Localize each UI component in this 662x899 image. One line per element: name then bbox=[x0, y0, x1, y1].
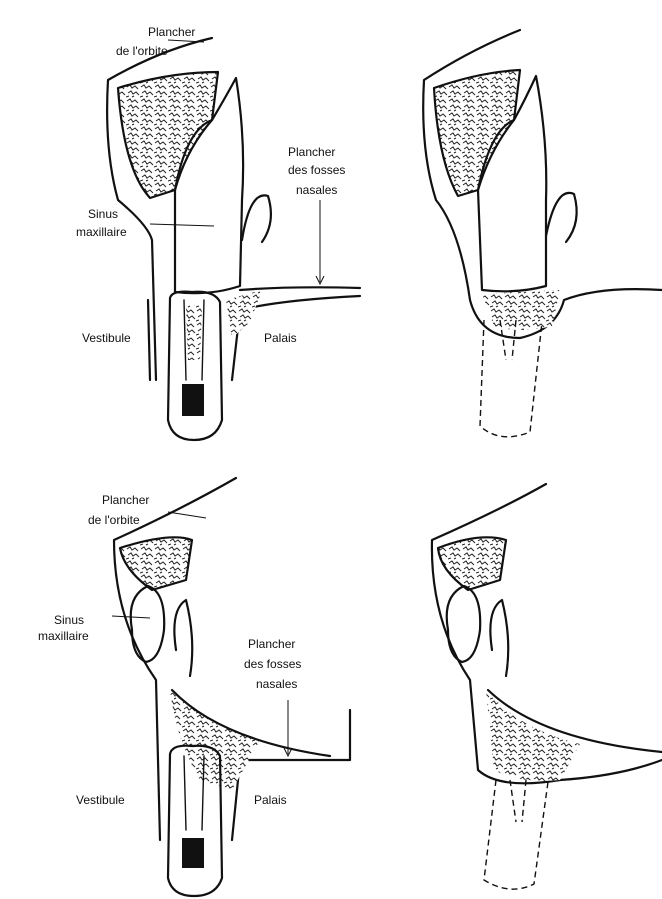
arrow-nasal bbox=[316, 200, 324, 284]
pulp-chamber bbox=[182, 384, 204, 416]
label-orbit-1: Plancher bbox=[148, 25, 195, 39]
label-nasal-3-b: nasales bbox=[256, 677, 297, 691]
nasal-floor-line bbox=[240, 287, 360, 290]
label-orbit-2: de l'orbite bbox=[116, 44, 168, 58]
panel-bottom-right bbox=[432, 484, 662, 889]
panel-top-right bbox=[423, 30, 662, 437]
label-palais: Palais bbox=[264, 331, 297, 345]
label-palais-b: Palais bbox=[254, 793, 287, 807]
label-nasal-3: nasales bbox=[296, 183, 337, 197]
panel-top-left: Plancher de l'orbite Sinus maxillaire Pl… bbox=[76, 25, 360, 440]
label-nasal-1: Plancher bbox=[288, 145, 335, 159]
label-sinus-2: maxillaire bbox=[76, 225, 127, 239]
label-orbit-1-b: Plancher bbox=[102, 493, 149, 507]
label-vestibule-b: Vestibule bbox=[76, 793, 125, 807]
label-orbit-2-b: de l'orbite bbox=[88, 513, 140, 527]
label-nasal-1-b: Plancher bbox=[248, 637, 295, 651]
label-sinus-1: Sinus bbox=[88, 207, 118, 221]
sinus-cavity-small bbox=[131, 586, 164, 662]
arrow-sinus bbox=[150, 224, 214, 226]
spongy-bone-upper bbox=[118, 72, 218, 198]
label-nasal-2-b: des fosses bbox=[244, 657, 301, 671]
turbinate bbox=[242, 195, 271, 242]
spongy-bone-alveolar bbox=[226, 290, 262, 338]
label-nasal-2: des fosses bbox=[288, 163, 345, 177]
panel-bottom-left: Plancher de l'orbite Sinus maxillaire Pl… bbox=[38, 478, 350, 896]
label-sinus-2-b: maxillaire bbox=[38, 629, 89, 643]
label-sinus-1-b: Sinus bbox=[54, 613, 84, 627]
label-vestibule: Vestibule bbox=[82, 331, 131, 345]
